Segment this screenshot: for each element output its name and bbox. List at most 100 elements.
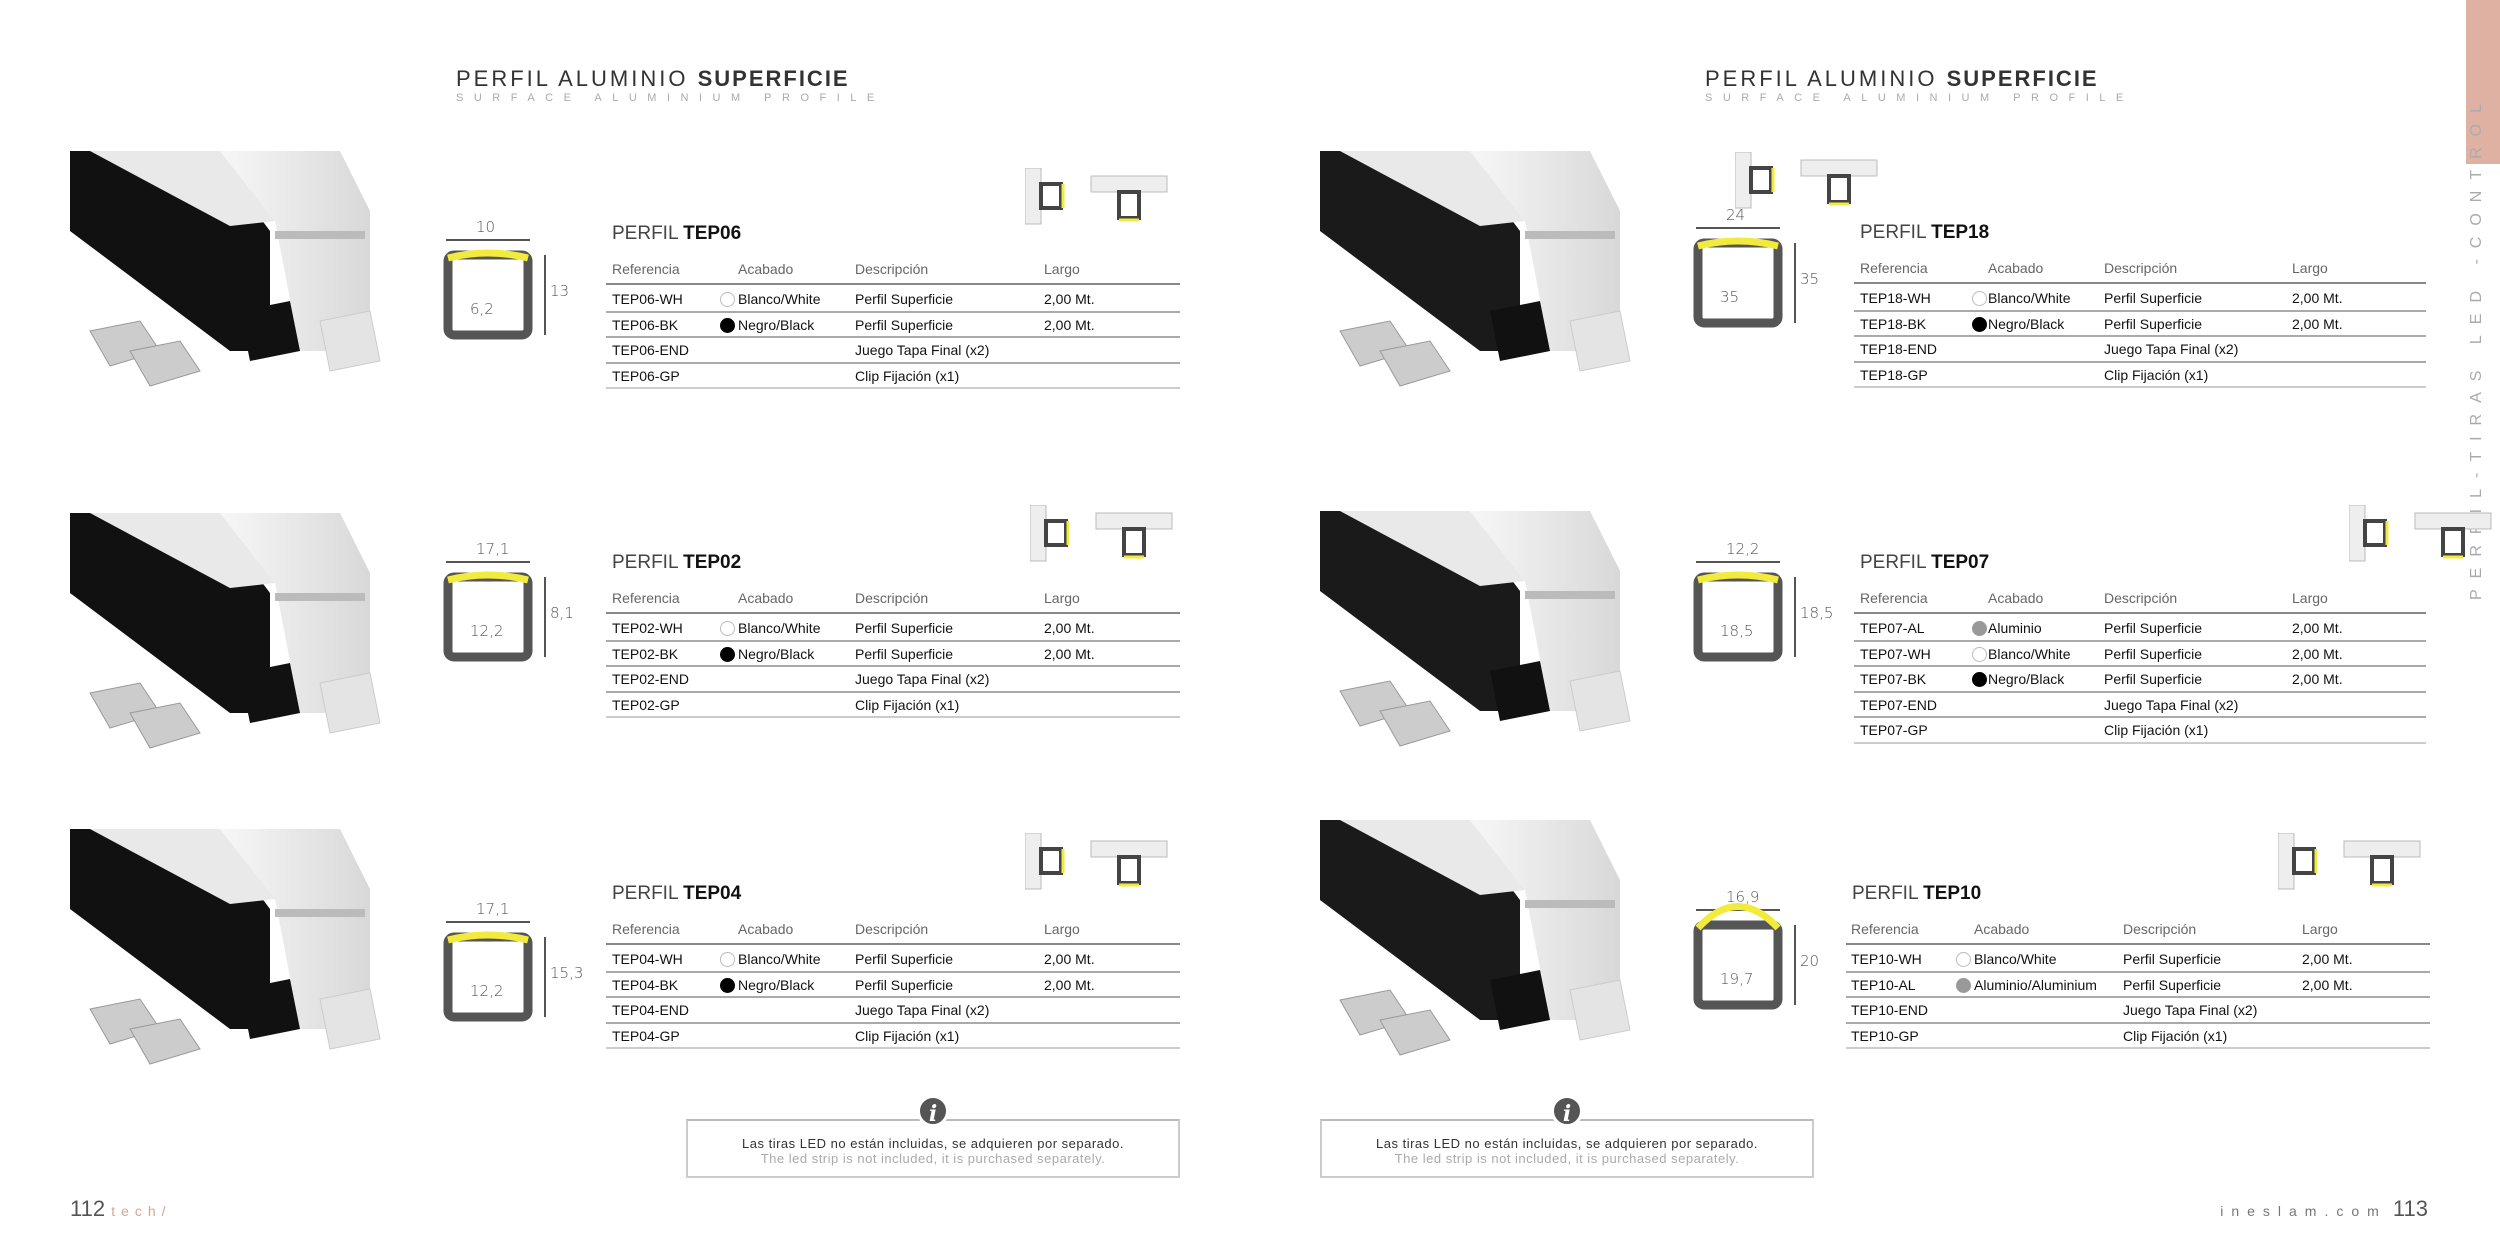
ref-cell: TEP18-BK	[1860, 315, 1927, 332]
profile-section-drawing: 24 35 35	[1690, 206, 1830, 338]
info-icon: i	[917, 1095, 949, 1127]
header-finish: Acabado	[1974, 921, 2030, 937]
header-length: Largo	[1044, 921, 1080, 937]
ref-cell: TEP10-WH	[1851, 951, 1922, 967]
dim-width: 24	[1726, 206, 1746, 224]
ref-cell: TEP02-WH	[612, 620, 683, 636]
table-row: TEP18-WH Blanco/White Perfil Superficie …	[1854, 286, 2426, 312]
header-desc: Descripción	[855, 261, 929, 277]
finish-cell: Negro/Black	[1988, 315, 2065, 332]
ref-cell: TEP06-BK	[612, 316, 679, 333]
right-page-title: PERFIL ALUMINIO SUPERFICIE	[1705, 66, 2099, 92]
finish-cell: Negro/Black	[738, 316, 815, 333]
notice-en: The led strip is not included, it is pur…	[1394, 1151, 1740, 1166]
ref-cell: TEP06-GP	[612, 367, 680, 384]
table-row: TEP02-BK Negro/Black Perfil Superficie 2…	[606, 642, 1180, 667]
ref-cell: TEP02-BK	[612, 645, 679, 662]
product-photo-tep07	[1320, 511, 1680, 776]
notice-en: The led strip is not included, it is pur…	[760, 1151, 1106, 1166]
length-cell: 2,00 Mt.	[2292, 645, 2343, 662]
model-name: TEP07	[1931, 552, 1990, 573]
finish-cell: Blanco/White	[1988, 645, 2071, 662]
header-ref: Referencia	[1860, 260, 1928, 276]
dim-width: 16,9	[1726, 888, 1760, 906]
product-photo-tep02	[70, 513, 430, 778]
table-row: TEP02-WH Blanco/White Perfil Superficie …	[606, 616, 1180, 642]
header-ref: Referencia	[612, 921, 680, 937]
finish-swatch-aluminium	[1956, 977, 1971, 993]
header-desc: Descripción	[2123, 921, 2197, 937]
table-row: TEP07-WH Blanco/White Perfil Superficie …	[1854, 642, 2426, 667]
finish-swatch-white	[720, 621, 735, 636]
info-icon: i	[1551, 1095, 1583, 1127]
header-length: Largo	[2292, 260, 2328, 276]
model-name: TEP06	[683, 223, 742, 244]
title-prefix: PERFIL	[612, 883, 684, 904]
desc-cell: Perfil Superficie	[2123, 951, 2222, 967]
title-prefix: PERFIL	[1852, 883, 1924, 904]
finish-swatch-black	[720, 977, 735, 993]
ref-cell: TEP06-WH	[612, 291, 683, 307]
length-cell: 2,00 Mt.	[2292, 671, 2343, 687]
finish-cell: Blanco/White	[738, 951, 821, 967]
finish-swatch-white	[720, 292, 735, 307]
product-title: PERFIL TEP18	[1860, 222, 1989, 244]
header-desc: Descripción	[855, 590, 929, 606]
left-footer: 112 tech/	[70, 1196, 172, 1222]
header-finish: Acabado	[1988, 260, 2044, 276]
dim-width: 12,2	[1726, 540, 1760, 558]
desc-cell: Perfil Superficie	[2104, 315, 2203, 332]
dim-height: 20	[1800, 952, 1820, 970]
finish-cell: Aluminio	[1988, 620, 2042, 636]
title-light: PERFIL ALUMINIO	[456, 66, 698, 91]
finish-cell: Aluminio/Aluminium	[1974, 976, 2097, 993]
length-cell: 2,00 Mt.	[1044, 316, 1095, 333]
header-length: Largo	[1044, 590, 1080, 606]
table-row: TEP10-GP Clip Fijación (x1)	[1846, 1024, 2430, 1049]
desc-cell: Juego Tapa Final (x2)	[2104, 341, 2239, 357]
left-page-subtitle: SURFACE ALUMINIUM PROFILE	[456, 92, 885, 104]
desc-cell: Perfil Superficie	[855, 316, 954, 333]
length-cell: 2,00 Mt.	[2302, 976, 2353, 993]
header-desc: Descripción	[2104, 260, 2178, 276]
dim-inner-width: 12,2	[470, 982, 504, 1000]
header-finish: Acabado	[738, 590, 794, 606]
dim-height: 35	[1800, 270, 1820, 288]
ref-cell: TEP04-WH	[612, 951, 683, 967]
ref-cell: TEP10-AL	[1851, 976, 1916, 993]
profile-section-drawing: 10 13 6,2	[440, 218, 580, 350]
table-row: TEP04-BK Negro/Black Perfil Superficie 2…	[606, 973, 1180, 998]
length-cell: 2,00 Mt.	[1044, 620, 1095, 636]
table-row: TEP02-END Juego Tapa Final (x2)	[606, 667, 1180, 693]
ref-cell: TEP06-END	[612, 342, 690, 358]
mounting-icons	[1024, 832, 1175, 898]
finish-swatch-white	[1956, 952, 1971, 967]
table-row: TEP18-BK Negro/Black Perfil Superficie 2…	[1854, 312, 2426, 337]
table-row: TEP10-WH Blanco/White Perfil Superficie …	[1846, 947, 2430, 973]
finish-swatch-black	[1972, 672, 1987, 687]
ref-cell: TEP02-GP	[612, 696, 680, 713]
dim-inner-width: 6,2	[470, 300, 494, 318]
desc-cell: Perfil Superficie	[2104, 290, 2203, 306]
table-row: TEP18-GP Clip Fijación (x1)	[1854, 363, 2426, 388]
finish-swatch-white	[1972, 646, 1987, 662]
table-row: TEP02-GP Clip Fijación (x1)	[606, 693, 1180, 718]
header-finish: Acabado	[1988, 590, 2044, 606]
table-row: TEP06-BK Negro/Black Perfil Superficie 2…	[606, 313, 1180, 338]
desc-cell: Perfil Superficie	[2104, 645, 2203, 662]
desc-cell: Clip Fijación (x1)	[2104, 366, 2209, 383]
table-header: Referencia Acabado Descripción Largo	[1854, 586, 2426, 614]
product-title: PERFIL TEP06	[612, 223, 741, 245]
table-row: TEP04-GP Clip Fijación (x1)	[606, 1024, 1180, 1049]
dim-height: 18,5	[1800, 604, 1834, 622]
header-finish: Acabado	[738, 921, 794, 937]
ref-cell: TEP07-END	[1860, 696, 1938, 713]
left-page-title: PERFIL ALUMINIO SUPERFICIE	[456, 66, 850, 92]
header-desc: Descripción	[855, 921, 929, 937]
ref-cell: TEP02-END	[612, 671, 690, 687]
ref-cell: TEP07-BK	[1860, 671, 1927, 687]
table-row: TEP07-BK Negro/Black Perfil Superficie 2…	[1854, 667, 2426, 693]
right-footer: ineslam.com 113	[2220, 1196, 2428, 1222]
ref-cell: TEP10-END	[1851, 1002, 1929, 1018]
table-row: TEP06-GP Clip Fijación (x1)	[606, 364, 1180, 389]
